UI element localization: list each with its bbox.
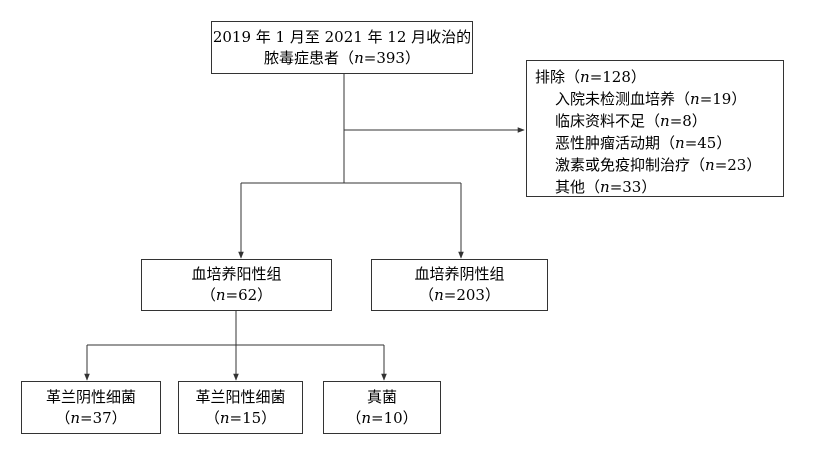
gram-positive-line-1: 革兰阳性细菌 <box>195 387 286 406</box>
exclusion-item: 临床资料不足（n=8） <box>555 112 707 130</box>
exclusion-header: 排除（n=128） <box>535 68 646 86</box>
exclusion-item: 其他（n=33） <box>555 178 657 196</box>
exclusion-items: 入院未检测血培养（n=19） 临床资料不足（n=8） 恶性肿瘤活动期（n=45）… <box>535 88 761 198</box>
gram-negative-line-1: 革兰阴性细菌 <box>45 387 136 406</box>
box-culture-positive: 血培养阳性组 （n=62） <box>141 259 332 311</box>
root-line-1: 2019 年 1 月至 2021 年 12 月收治的 <box>212 27 472 46</box>
box-culture-negative: 血培养阴性组 （n=203） <box>371 259 548 311</box>
exclusion-item: 激素或免疫抑制治疗（n=23） <box>555 156 762 174</box>
exclusion-item: 入院未检测血培养（n=19） <box>555 90 747 108</box>
fungi-line-1: 真菌 <box>366 387 397 406</box>
gram-positive-line-2: （n=15） <box>204 408 277 427</box>
positive-line-2: （n=62） <box>200 286 273 304</box>
box-fungi: 真菌 （n=10） <box>323 381 441 434</box>
exclusion-item: 恶性肿瘤活动期（n=45） <box>555 134 732 152</box>
positive-line-1: 血培养阳性组 <box>191 265 282 283</box>
negative-line-1: 血培养阴性组 <box>414 265 505 283</box>
box-gram-negative: 革兰阴性细菌 （n=37） <box>21 381 161 434</box>
box-gram-positive: 革兰阳性细菌 （n=15） <box>178 381 303 434</box>
box-exclusion: 排除（n=128） 入院未检测血培养（n=19） 临床资料不足（n=8） 恶性肿… <box>526 60 784 197</box>
fungi-line-2: （n=10） <box>346 408 418 427</box>
box-root-patients: 2019 年 1 月至 2021 年 12 月收治的 脓毒症患者（n=393） <box>211 21 473 74</box>
negative-line-2: （n=203） <box>419 286 500 304</box>
gram-negative-line-2: （n=37） <box>55 408 127 427</box>
root-line-2: 脓毒症患者（n=393） <box>264 48 420 67</box>
